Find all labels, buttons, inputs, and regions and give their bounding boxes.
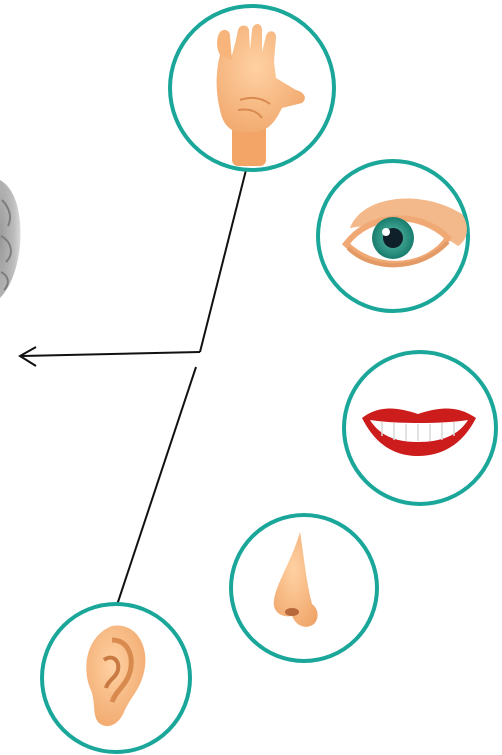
brain-arrow-line — [22, 352, 200, 356]
hand-node — [170, 6, 334, 170]
connector-lines — [20, 170, 246, 605]
hand-connector — [200, 170, 246, 352]
brain-image — [0, 180, 20, 298]
eye-node — [318, 161, 468, 311]
mouth-node — [344, 352, 496, 504]
nose-node — [231, 515, 377, 661]
ear-node — [42, 604, 190, 752]
ear-connector — [117, 367, 196, 605]
